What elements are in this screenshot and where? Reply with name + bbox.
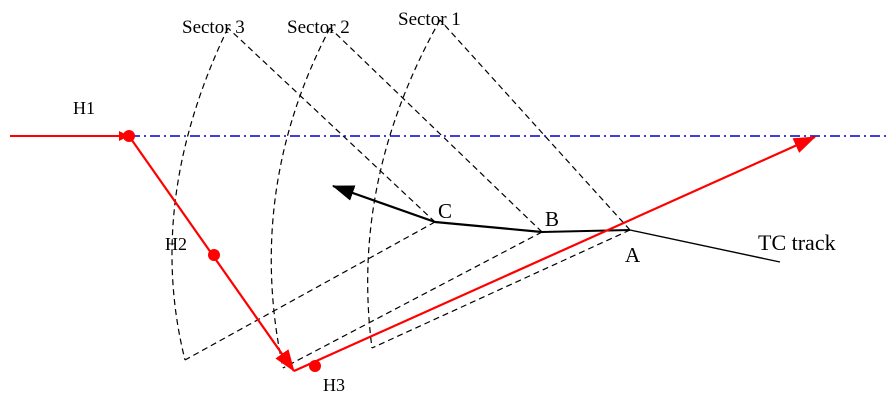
point-h3-dot — [309, 360, 321, 372]
sector-2-outline — [270, 27, 543, 369]
tc-track-tail — [629, 229, 781, 263]
h1-label: H1 — [73, 98, 95, 118]
red-segment-h3-exit — [293, 135, 816, 373]
red-path — [10, 130, 816, 373]
tc-track-label: TC track — [758, 230, 836, 255]
h3-label: H3 — [323, 375, 345, 395]
point-h2-dot — [208, 249, 220, 261]
sector-3-label: Sector 3 — [182, 17, 245, 38]
track-segment-a-b — [541, 229, 631, 233]
tc-track — [332, 184, 781, 263]
sector-3-outline — [171, 27, 436, 361]
point-b-label: B — [545, 207, 559, 231]
sector-2-label: Sector 2 — [287, 17, 350, 38]
sector-1-label: Sector 1 — [398, 9, 461, 30]
point-h1-dot — [123, 130, 135, 142]
sector-1-outline — [367, 19, 631, 349]
point-a-label: A — [625, 243, 641, 267]
h2-label: H2 — [165, 234, 187, 254]
track-arrow-from-c — [332, 184, 436, 224]
point-c-label: C — [438, 199, 452, 223]
track-segment-b-c — [434, 220, 543, 234]
